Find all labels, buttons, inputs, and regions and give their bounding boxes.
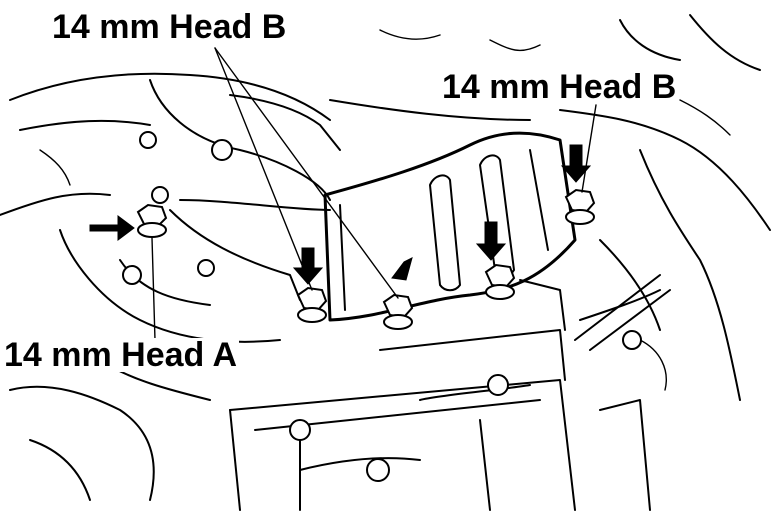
bolt-plate-1 xyxy=(382,293,414,330)
bolt-head-a xyxy=(136,203,168,238)
label-head-a: 14 mm Head A xyxy=(2,336,240,374)
bolt-plate-2 xyxy=(484,263,516,300)
mounting-bracket xyxy=(229,274,671,511)
label-head-b-top: 14 mm Head B xyxy=(50,8,289,46)
bracket-plate xyxy=(323,131,577,322)
arrow-down-icon xyxy=(89,144,592,285)
bolt-head-b-1 xyxy=(296,286,328,323)
label-head-b-right: 14 mm Head B xyxy=(440,68,679,106)
slot-nuts xyxy=(122,131,642,482)
leader-lines xyxy=(151,47,597,341)
engine-block-outline xyxy=(0,14,771,501)
bolt-head-b-2 xyxy=(564,188,596,225)
